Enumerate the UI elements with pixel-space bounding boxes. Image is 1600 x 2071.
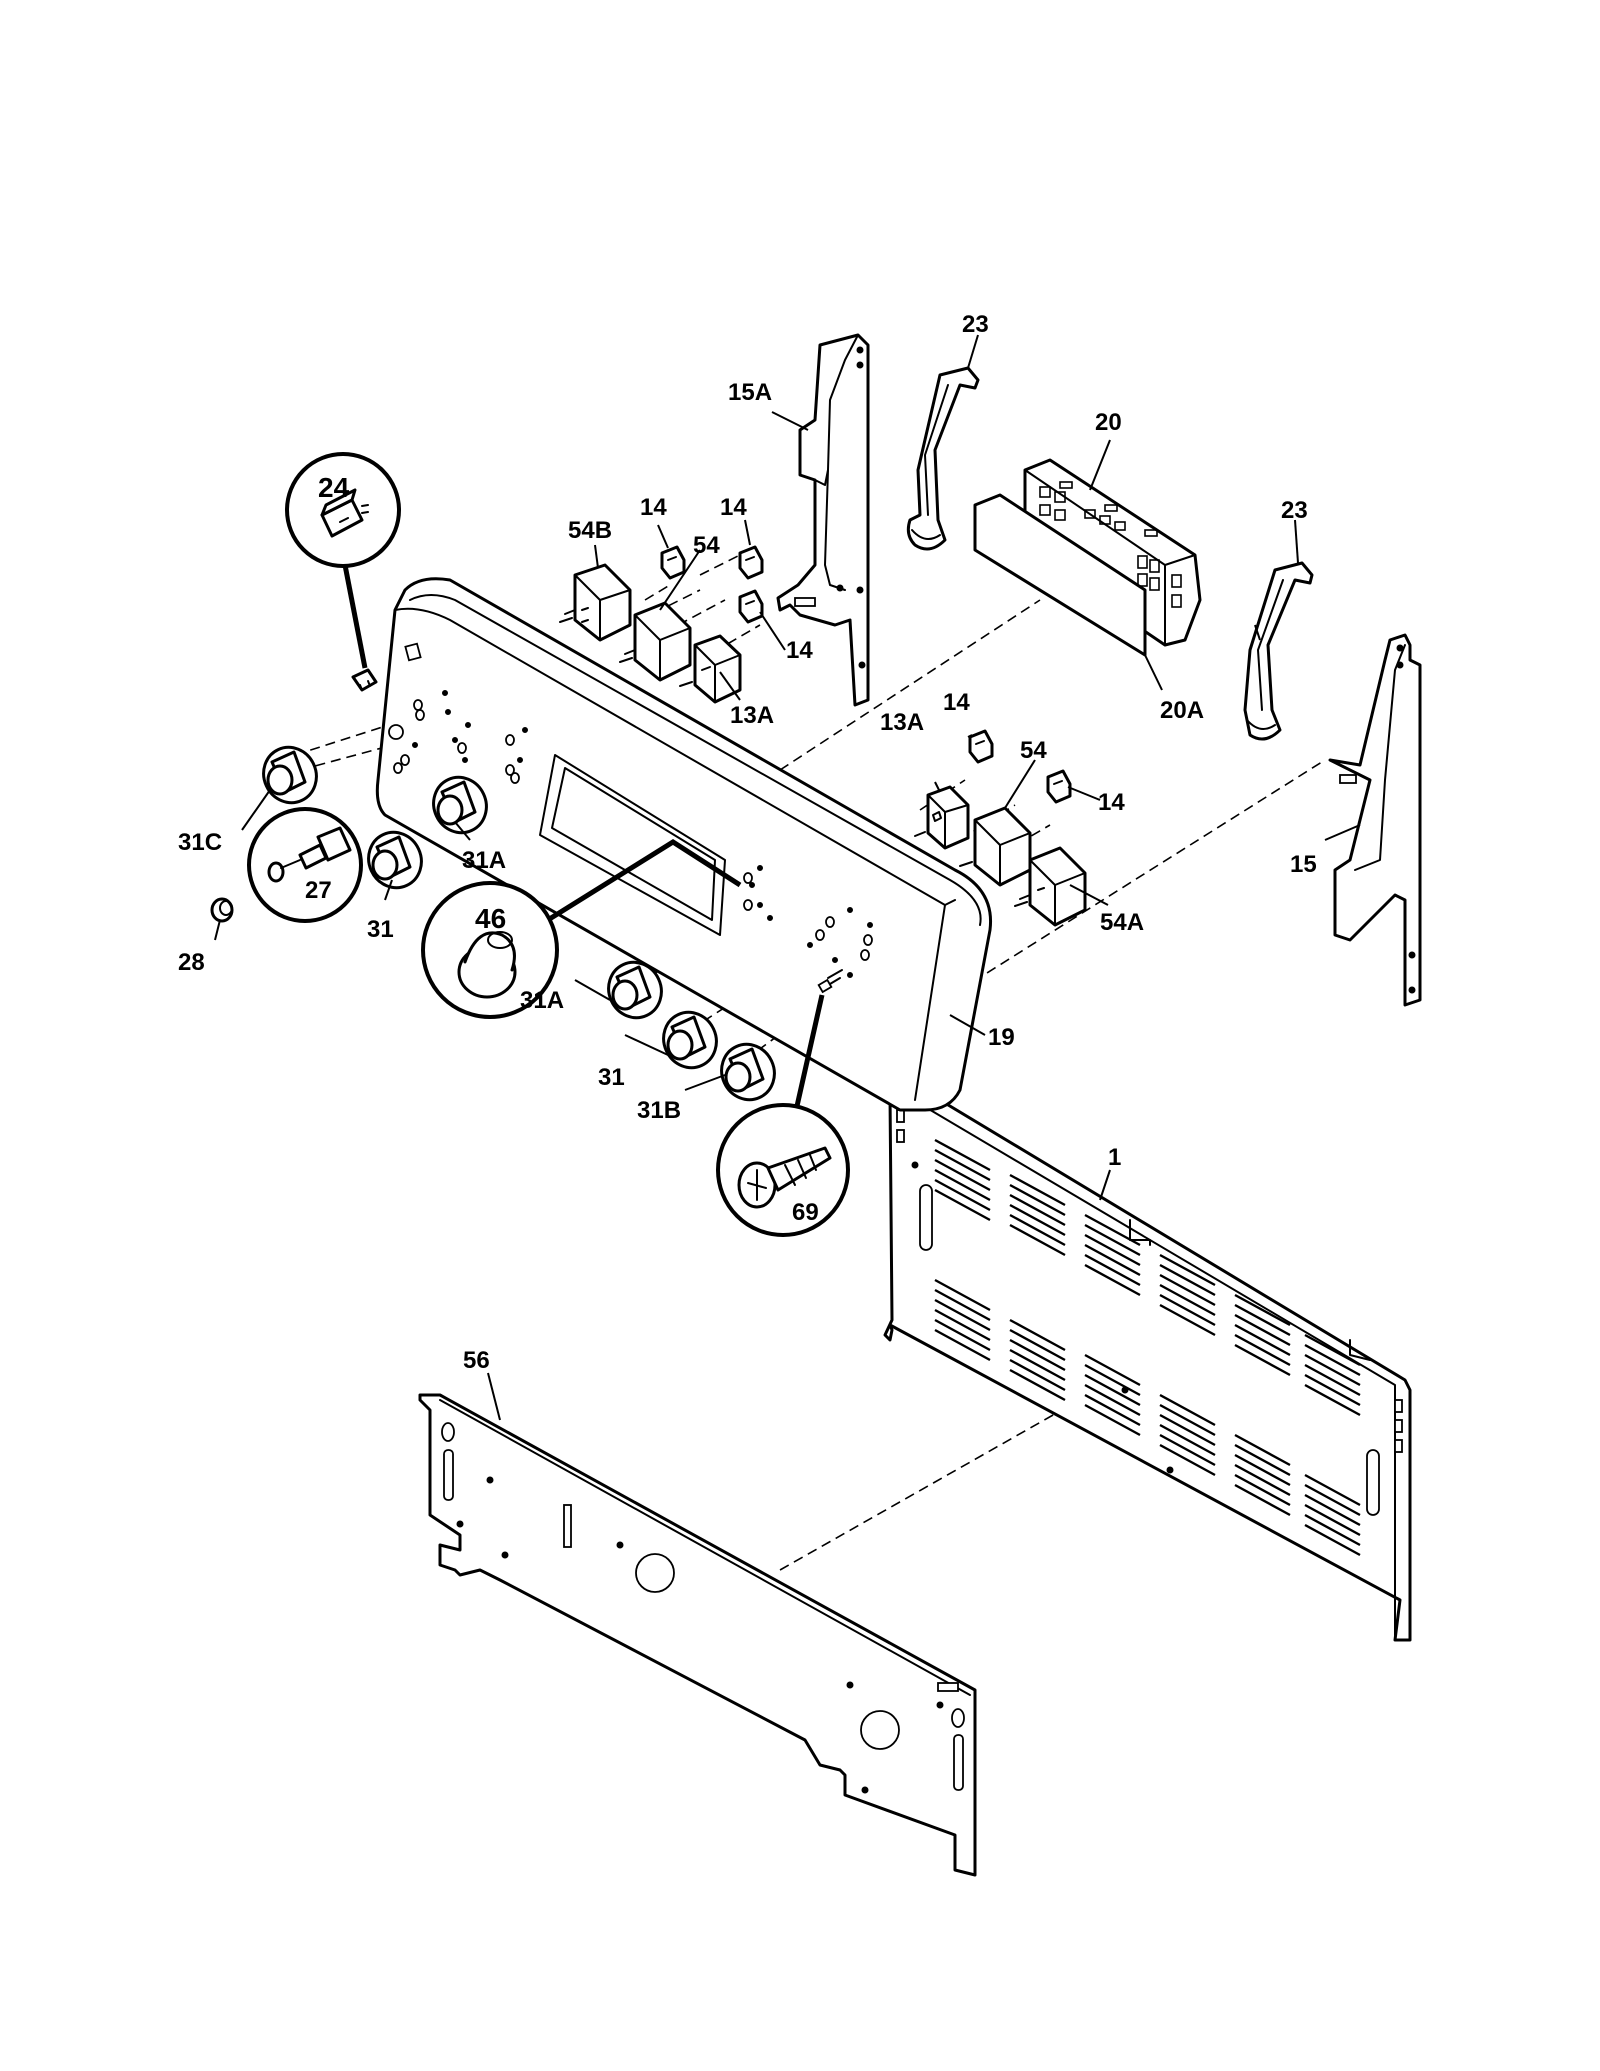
label-14-d: 14	[943, 689, 970, 716]
clip-23-left	[906, 366, 980, 551]
label-27: 27	[305, 877, 332, 904]
label-28: 28	[178, 949, 205, 976]
label-13a-lower: 13A	[880, 709, 924, 736]
label-69: 69	[792, 1199, 819, 1226]
leader-lines	[214, 334, 1361, 1421]
knob-31b	[720, 1042, 776, 1102]
label-1: 1	[1108, 1144, 1121, 1171]
overlay-20a	[973, 493, 1147, 657]
label-14-e: 14	[1098, 789, 1125, 816]
part-69-callout	[716, 994, 850, 1237]
switch-13a-lower	[914, 785, 970, 850]
label-20: 20	[1095, 409, 1122, 436]
label-54-lower: 54	[1020, 737, 1047, 764]
knobs	[262, 745, 776, 1102]
label-23-right: 23	[1281, 497, 1308, 524]
label-46: 46	[475, 903, 506, 934]
end-bracket-15a	[776, 333, 870, 707]
label-54-upper: 54	[693, 532, 720, 559]
switch-54a	[1014, 846, 1087, 927]
switch-24	[285, 452, 401, 692]
knob-31a-upper	[432, 775, 488, 835]
label-13a-upper: 13A	[730, 702, 774, 729]
label-15a: 15A	[728, 379, 772, 406]
cap-28	[210, 897, 234, 923]
control-panel-19	[375, 577, 993, 1112]
part-27-callout	[247, 807, 363, 923]
label-31b: 31B	[637, 1097, 681, 1124]
knob-31-lower	[662, 1010, 718, 1070]
switches	[559, 563, 1087, 927]
label-14-a: 14	[640, 494, 667, 521]
label-19: 19	[988, 1024, 1015, 1051]
label-54a: 54A	[1100, 909, 1144, 936]
label-15: 15	[1290, 851, 1317, 878]
knob-31a-lower	[607, 960, 663, 1020]
label-31c: 31C	[178, 829, 222, 856]
label-14-b: 14	[720, 494, 747, 521]
knob-31c	[262, 745, 318, 805]
knob-31-left	[367, 830, 423, 890]
lower-bracket-56	[418, 1393, 977, 1877]
label-24: 24	[318, 472, 350, 503]
switch-54-upper	[619, 601, 692, 682]
part-labels: 1 13A 13A 14 14 14 14 14 15 15A 19 20 20…	[178, 311, 1317, 1374]
part-46-callout	[421, 839, 742, 1019]
label-20a: 20A	[1160, 697, 1204, 724]
label-56: 56	[463, 1347, 490, 1374]
rear-panel-1	[883, 1078, 1412, 1642]
label-31a-left: 31A	[462, 847, 506, 874]
switch-54-lower	[959, 806, 1032, 887]
panel-mounting-holes	[393, 690, 873, 978]
label-23-left: 23	[962, 311, 989, 338]
end-bracket-15	[1328, 633, 1422, 1007]
label-31-left: 31	[367, 916, 394, 943]
label-31-lower: 31	[598, 1064, 625, 1091]
label-14-c: 14	[786, 637, 813, 664]
label-31a-lower: 31A	[520, 987, 564, 1014]
label-54b: 54B	[568, 517, 612, 544]
clip-23-right	[1243, 561, 1314, 741]
vent-slots	[934, 1138, 1361, 1557]
switch-54b	[559, 563, 632, 642]
